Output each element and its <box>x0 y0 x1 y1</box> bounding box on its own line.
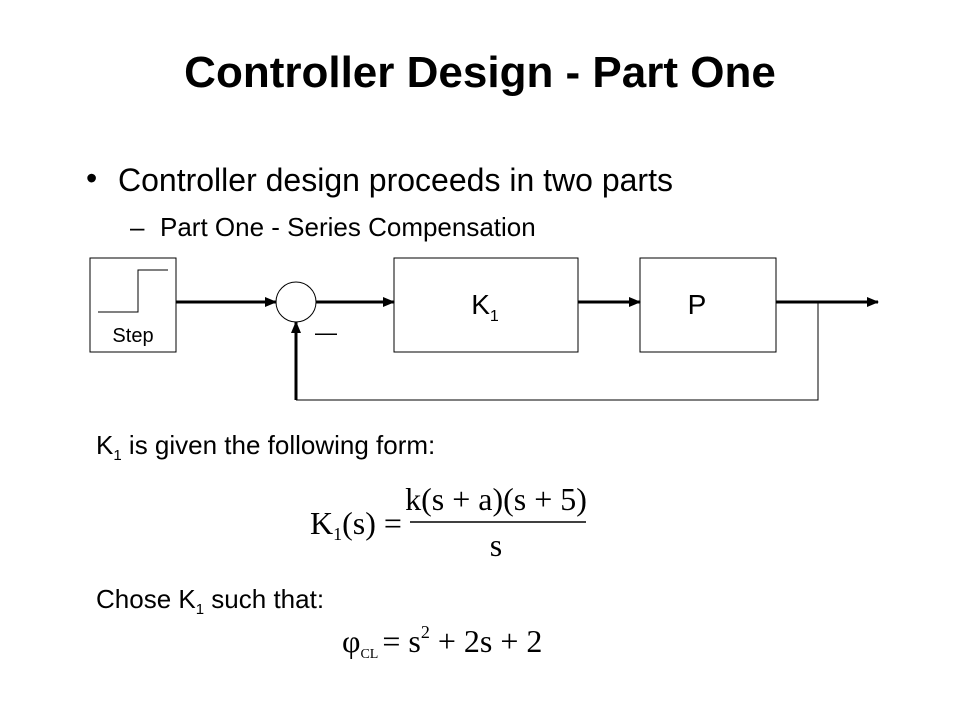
k1-eq-denominator: s <box>490 527 502 562</box>
k1-eq-lhs-subscript: 1 <box>333 524 342 544</box>
bullet-text: Controller design proceeds in two parts <box>118 162 673 198</box>
sub-bullet-text: Part One - Series Compensation <box>160 212 536 242</box>
plant-block-label: P <box>688 289 707 320</box>
plant-block-p <box>639 257 777 353</box>
bullet-marker: • <box>86 160 98 196</box>
closed-loop-characteristic-polynomial: φCL = s2 + 2s + 2 <box>342 622 542 662</box>
k1-eq-lhs-arg: (s) = <box>342 505 402 541</box>
sub-bullet-marker: – <box>130 212 145 242</box>
step-label: Step <box>112 325 153 347</box>
k1-eq-lhs-main: K <box>310 505 333 541</box>
k1-form-suffix: is given the following form: <box>121 430 436 460</box>
slide-title: Controller Design - Part One <box>184 48 776 97</box>
phi-rhs-a: = s <box>382 623 421 659</box>
feedback-minus-sign: — <box>315 320 337 345</box>
controller-block-k1 <box>393 257 579 353</box>
k1-eq-numerator: k(s + a)(s + 5) <box>405 482 587 517</box>
step-block <box>89 257 177 353</box>
chose-k1-statement: Chose K1 such that: <box>96 584 325 618</box>
chose-subscript: 1 <box>195 601 205 618</box>
phi-subscript: CL <box>360 647 378 662</box>
chose-suffix: such that: <box>204 584 325 614</box>
phi-exponent: 2 <box>421 622 430 642</box>
controller-k: K <box>471 289 490 320</box>
controller-subscript: 1 <box>490 308 499 325</box>
k1-eq-lhs: K1(s) = <box>310 505 402 544</box>
step-symbol <box>98 269 168 313</box>
phi-eq: φCL = s2 + 2s + 2 <box>342 622 542 662</box>
controller-block-label: K1 <box>471 289 499 325</box>
chose-prefix: Chose K <box>96 584 196 614</box>
k1-form-statement: K1 is given the following form: <box>96 430 436 464</box>
k1-form-subscript: 1 <box>113 447 122 464</box>
summing-junction <box>275 281 317 323</box>
k1-form-k: K <box>96 430 114 460</box>
k1-transfer-function: K1(s) = k(s + a)(s + 5) s <box>310 482 587 562</box>
phi-rhs-b: + 2s + 2 <box>430 623 543 659</box>
phi-symbol: φ <box>342 623 360 659</box>
feedback-path <box>296 302 819 401</box>
